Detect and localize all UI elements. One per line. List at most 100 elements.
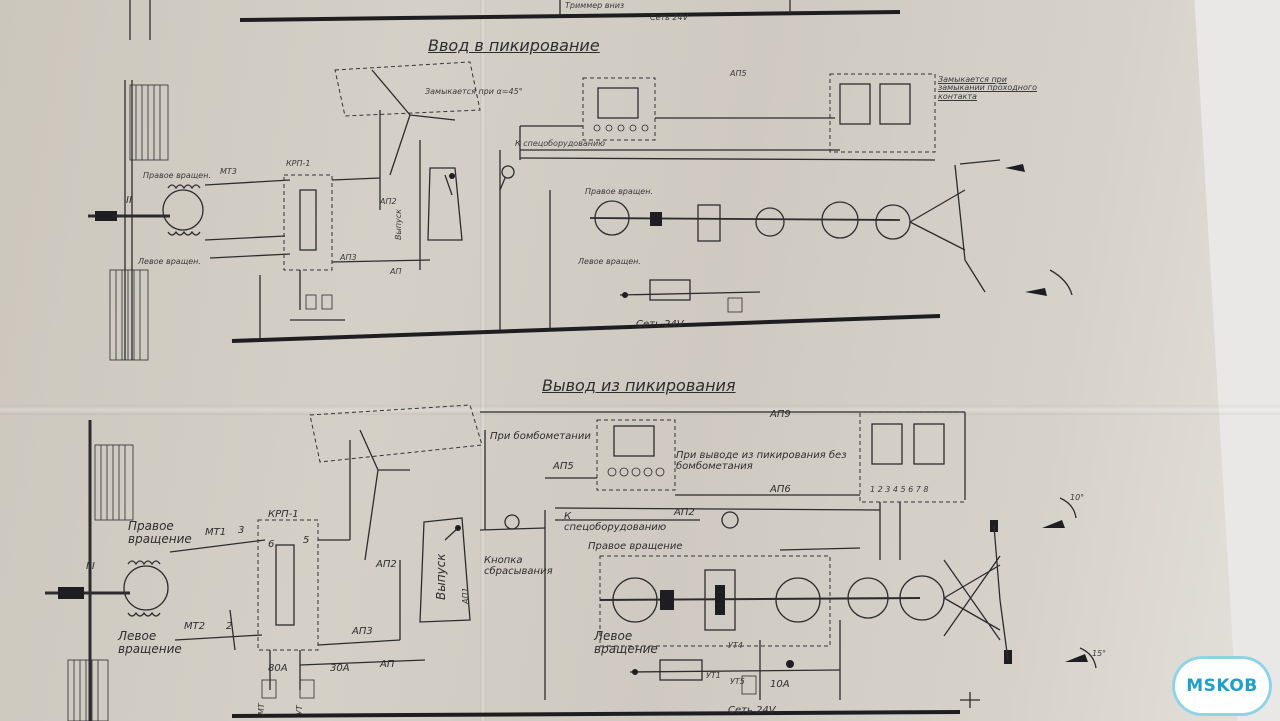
wire <box>999 599 1009 661</box>
label-ap2-lower: АП2 <box>674 507 695 518</box>
label-network-lower: Сеть 24V <box>728 705 776 716</box>
label-left-rotation-trim-lower: Левое вращение <box>594 629 658 656</box>
paper-fold-horizontal <box>0 405 1280 415</box>
relay-krp1-body <box>299 189 317 251</box>
paper-fold-vertical <box>480 0 486 721</box>
fuse <box>305 294 317 310</box>
label-krp1-upper: КРП-1 <box>286 159 311 168</box>
label-left-rotation-upper: Левое вращен. <box>138 257 201 266</box>
wire <box>229 609 236 651</box>
clutch-block-lower <box>660 590 674 610</box>
label-network-upper: Сеть 24V <box>636 319 684 330</box>
actuator-grating-upper <box>109 80 169 361</box>
fuse-10a <box>741 675 757 695</box>
gearbox-lower <box>704 569 736 631</box>
wire <box>619 291 761 296</box>
label-ap2b: АП2 <box>376 559 397 570</box>
release-switch-lower <box>419 517 471 623</box>
wire <box>204 235 286 241</box>
coil-left-lower <box>127 611 161 617</box>
relay-coil <box>879 83 911 125</box>
reset-button <box>504 514 520 530</box>
cable-upper <box>954 164 986 293</box>
wire <box>519 157 936 161</box>
label-mt2: МТ2 <box>184 621 206 632</box>
cable-upper <box>909 189 966 251</box>
label-right-rotation-trim-upper: Правое вращен. <box>585 187 653 196</box>
rudder-indicator <box>1065 654 1088 662</box>
gear-wheel-upper <box>755 207 785 237</box>
label-30a: 30А <box>330 663 350 674</box>
relay-box-lower-right <box>859 411 966 503</box>
label-left-rotation-lower: Левое вращение <box>118 629 182 656</box>
fuse-80a <box>261 679 277 699</box>
relay-terminals <box>593 124 649 132</box>
rudder-indicator <box>1005 164 1025 172</box>
label-angle-10: 10° <box>1070 493 1085 502</box>
wire <box>959 159 1001 165</box>
motor-lower <box>123 565 169 611</box>
label-right-rotation-lower: Правое вращение <box>128 519 192 546</box>
actuator-grating-lower <box>67 420 134 721</box>
watermark-badge: MSKOB <box>1172 656 1272 716</box>
label-ap-upper: АП <box>390 267 402 276</box>
switch-block-upper <box>649 279 691 301</box>
rudder-indicator <box>1025 288 1047 296</box>
relay-krp1-box-lower <box>257 519 319 651</box>
label-ap5-upper: АП5 <box>730 69 747 78</box>
toggle-switch <box>721 511 739 529</box>
label-bombing: При бомбометании <box>490 431 591 442</box>
relay-krp1-box-upper <box>283 174 333 271</box>
fuse <box>727 297 743 313</box>
trim-assembly-box <box>599 555 831 647</box>
label-left-rotation-trim-upper: Левое вращен. <box>578 257 641 266</box>
label-spec-equipment-upper: К спецоборудованию <box>515 139 605 148</box>
rudder-indicator <box>1042 520 1065 528</box>
terminal <box>632 669 638 675</box>
label-krp1-lower: КРП-1 <box>268 509 299 520</box>
coil-left-upper <box>167 230 201 236</box>
relay-terminals-lower <box>607 467 665 477</box>
label-num-6: 6 <box>268 539 275 550</box>
label-release-lower: Выпуск <box>434 553 448 601</box>
angle-arc-lower <box>1079 647 1097 669</box>
label-mt3: МТ3 <box>220 167 237 176</box>
label-trimmer-down: Триммер вниз <box>565 1 625 10</box>
switch-knob <box>455 525 461 531</box>
relay-coil <box>613 425 655 457</box>
relay-box-lower-left <box>596 419 676 491</box>
label-num-2: 2 <box>226 621 233 632</box>
relay-box-upper-left <box>582 77 656 141</box>
title-dive-entry: Ввод в пикирование <box>428 36 600 55</box>
label-ut1: УТ1 <box>706 671 721 680</box>
gearbox-core <box>715 585 725 615</box>
fuse <box>321 294 333 310</box>
wire <box>317 639 401 646</box>
label-ap5-lower: АП5 <box>553 461 574 472</box>
relay-krp1-body-lower <box>275 544 295 626</box>
label-ap3-lower: АП3 <box>352 626 373 637</box>
label-num-3: 3 <box>238 525 245 536</box>
relay-coil <box>871 423 903 465</box>
linkage-lower <box>359 429 410 561</box>
switch-lever <box>444 174 453 196</box>
servo-upper <box>821 201 859 239</box>
relay-coil <box>597 87 639 119</box>
terminal <box>786 660 794 668</box>
release-switch-upper <box>427 167 463 241</box>
label-80a: 80А <box>268 663 288 674</box>
motor-upper <box>162 189 204 231</box>
angle-arc-lower <box>1059 497 1077 519</box>
trim-shaft-upper <box>589 217 901 221</box>
label-mt: МТ <box>257 703 266 715</box>
switch-block-lower <box>659 659 703 681</box>
label-angle-15: 15° <box>1092 649 1107 658</box>
indicator-dial-upper <box>875 204 911 240</box>
aircraft-outline-lower <box>309 404 483 463</box>
label-spec-equipment-lower: К спецоборудованию <box>564 511 667 533</box>
clutch-block <box>650 212 662 226</box>
bus-24v-lower <box>231 710 961 718</box>
